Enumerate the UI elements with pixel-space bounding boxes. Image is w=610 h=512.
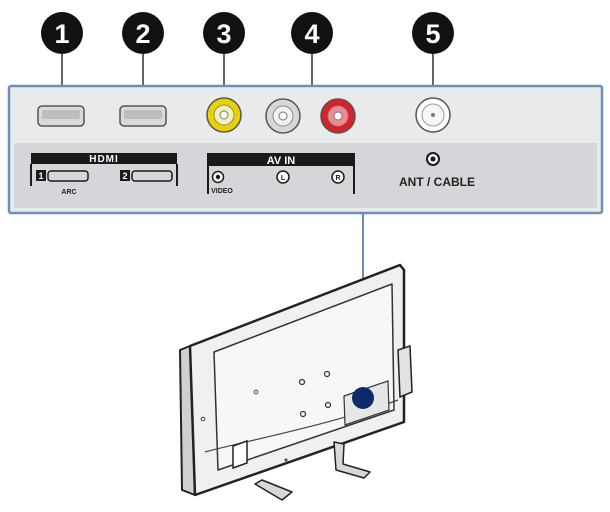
callout-1: 1 [41,12,83,54]
tv-rear-illustration [179,263,413,501]
video-jack [206,97,242,133]
callout-4: 4 [291,12,333,54]
av-in-title: AV IN [267,155,296,167]
callout-3: 3 [203,12,245,54]
audio-right-label: R [335,175,340,182]
audio-left-label: L [281,175,286,182]
hdmi-port-1-number: 1 [38,171,43,181]
callout-1-label: 1 [54,19,69,49]
callout-5-label: 5 [425,19,440,49]
panel-label-strip [14,143,597,208]
hdmi-label-block: HDMI 1 ARC 2 [30,153,178,196]
hdmi-title: HDMI [89,154,119,165]
hdmi-port-2 [119,105,167,127]
callout-4-label: 4 [304,19,319,49]
callout-5: 5 [412,12,454,54]
audio-left-jack [265,98,301,134]
ant-cable-label-block: ANT / CABLE [399,152,475,189]
video-label: VIDEO [211,188,233,195]
callout-2-label: 2 [135,19,150,49]
hdmi-port-2-number: 2 [122,171,127,181]
callout-3-label: 3 [216,19,231,49]
ant-cable-label: ANT / CABLE [399,175,475,189]
terminal-location-marker [352,387,374,409]
callout-2: 2 [122,12,164,54]
av-in-label-block: AV IN VIDEO L R [207,153,355,195]
antenna-cable-jack [415,97,451,133]
hdmi-port-1 [37,105,85,127]
hdmi-arc-label: ARC [61,189,76,196]
audio-right-jack [320,98,356,134]
